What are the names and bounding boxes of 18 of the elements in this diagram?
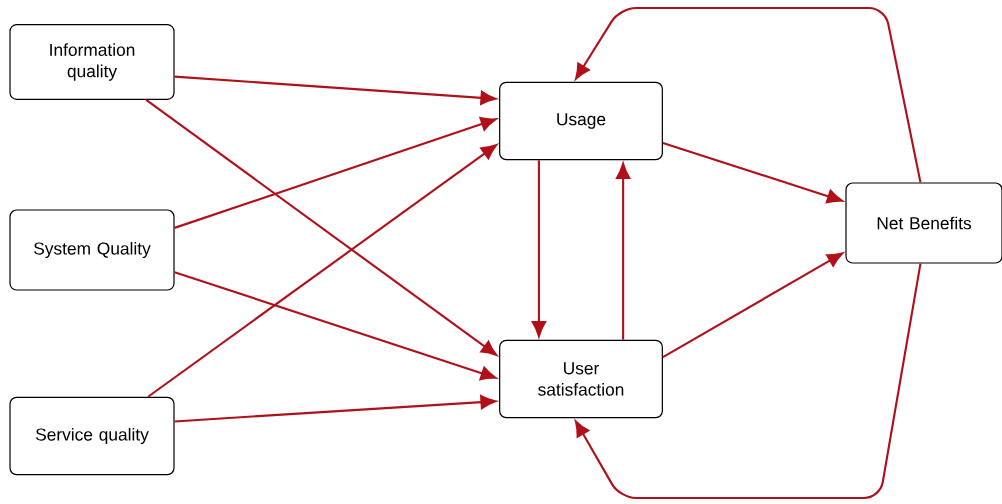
process-box: Net Benefits (845, 182, 1002, 264)
arrow (662, 252, 844, 358)
arrow (174, 271, 497, 381)
arrow (145, 99, 497, 356)
arrow (531, 160, 546, 337)
arrow (574, 263, 922, 500)
process-box: Information quality (9, 24, 175, 100)
process-box: Service quality (9, 396, 175, 476)
arrow (575, 6, 922, 183)
process-box: System Quality (9, 209, 175, 291)
arrow (174, 75, 497, 105)
process-box: User satisfaction (499, 339, 663, 419)
arrow (174, 395, 497, 423)
arrow (662, 141, 843, 204)
arrow (147, 144, 497, 398)
arrow (616, 163, 631, 340)
arrow (174, 117, 497, 229)
process-box: Usage (499, 81, 663, 161)
